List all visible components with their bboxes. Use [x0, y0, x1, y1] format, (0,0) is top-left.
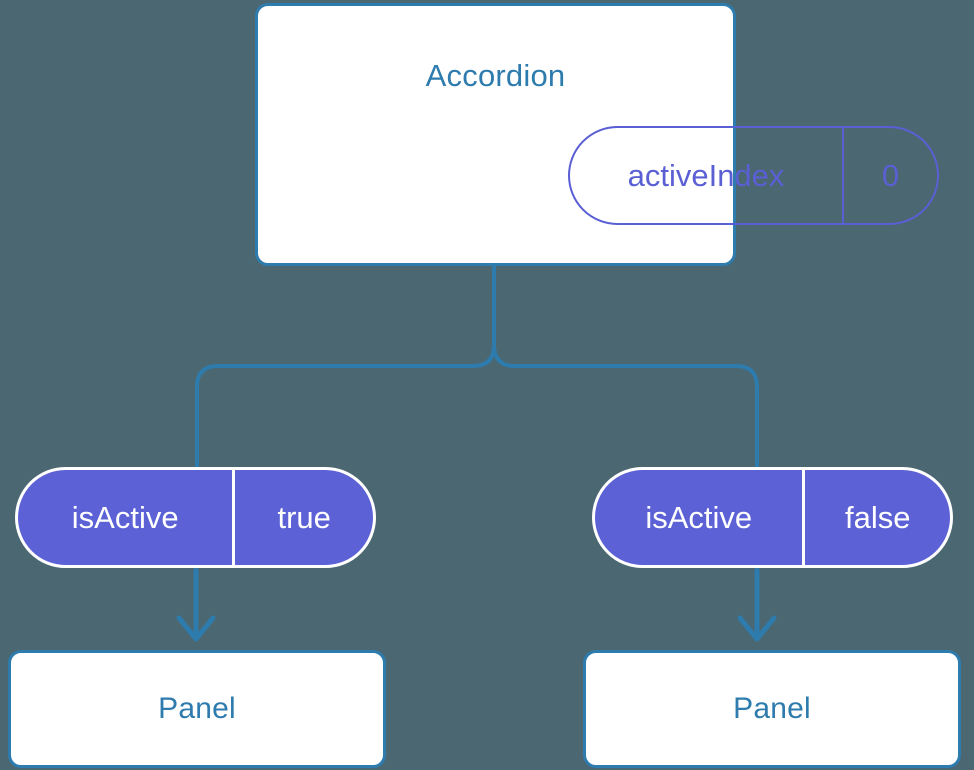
- prop-pill-is-active-false: isActive false: [592, 467, 953, 568]
- prop-value-is-active-right: false: [802, 470, 950, 565]
- connector-branch-right: [492, 264, 759, 469]
- panel-component-label-left: Panel: [158, 692, 236, 725]
- panel-component-card-left: Panel: [8, 650, 386, 768]
- arrow-head-left: [176, 615, 216, 642]
- prop-pill-active-index: activeIndex 0: [568, 126, 939, 225]
- prop-pill-is-active-true: isActive true: [15, 467, 376, 568]
- accordion-component-label: Accordion: [425, 58, 566, 93]
- prop-value-is-active-left: true: [232, 470, 373, 565]
- prop-value-active-index: 0: [842, 128, 937, 223]
- prop-key-is-active-right: isActive: [645, 499, 753, 535]
- panel-component-card-right: Panel: [583, 650, 961, 768]
- accordion-component-card: Accordion activeIndex 0: [255, 3, 939, 266]
- panel-component-label-right: Panel: [733, 692, 811, 725]
- arrow-head-right: [737, 615, 777, 642]
- prop-key-active-index: activeIndex: [627, 157, 785, 193]
- connector-branch-left: [195, 264, 496, 469]
- prop-key-is-active-left: isActive: [71, 499, 179, 535]
